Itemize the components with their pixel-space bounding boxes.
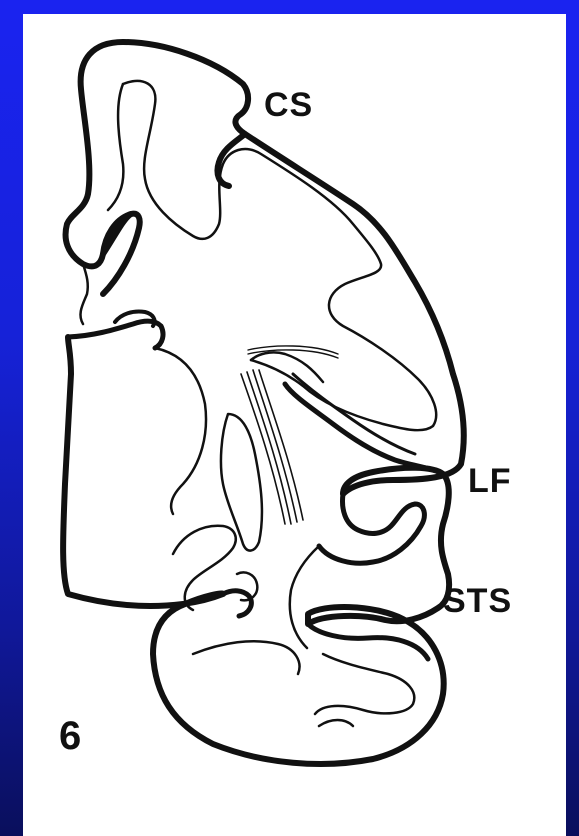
central-sulcus-fold xyxy=(217,134,245,186)
caudate-boundary xyxy=(155,348,206,514)
brain-coronal-section xyxy=(23,14,566,836)
putamen-outline xyxy=(221,414,262,551)
figure-number: 6 xyxy=(59,716,82,756)
figure-panel: CS LF STS 6 xyxy=(23,14,566,836)
label-superior-temporal-sulcus: STS xyxy=(443,584,512,618)
white-matter-boundary xyxy=(123,81,436,430)
label-lateral-fissure: LF xyxy=(468,464,512,498)
medial-outline xyxy=(68,321,163,348)
label-central-sulcus: CS xyxy=(264,88,313,122)
